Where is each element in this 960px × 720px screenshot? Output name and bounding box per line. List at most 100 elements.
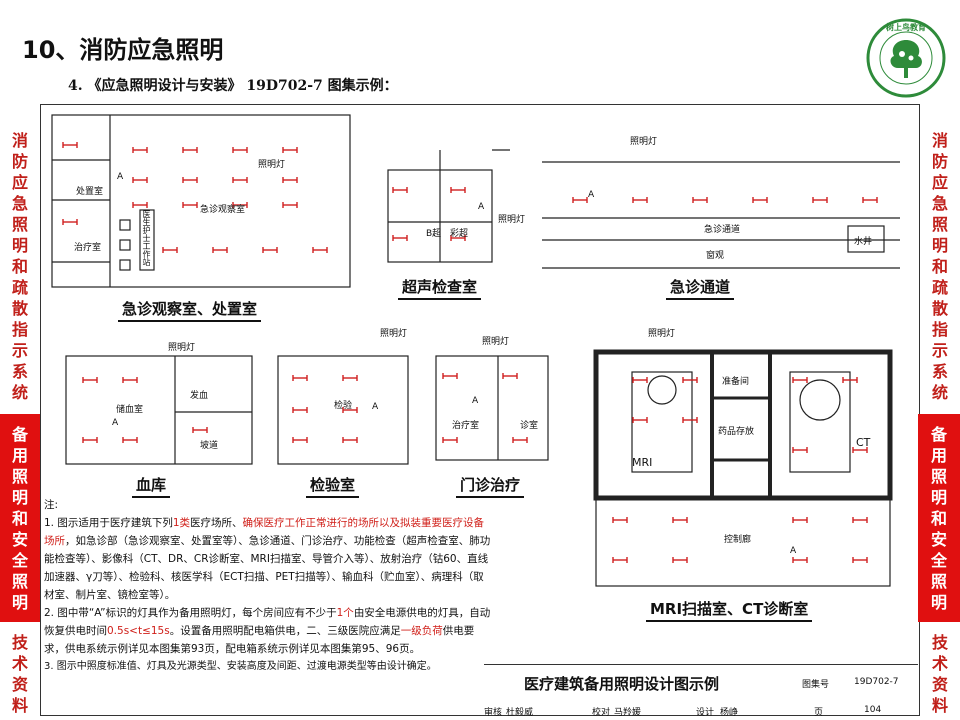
logo-text: 树上鸟教育 bbox=[886, 22, 926, 32]
tb-check-label: 校对 bbox=[592, 708, 611, 718]
sidebar-char: 照 bbox=[11, 571, 28, 591]
lab-room-label: 检验 bbox=[334, 401, 353, 411]
tb-page-no: 104 bbox=[864, 705, 882, 715]
sidebar-char: 照 bbox=[11, 466, 28, 486]
sidebar-char: 明 bbox=[11, 236, 28, 255]
note-3: 3. 图示中照度标准值、灯具及光源类型、安装高度及间距、过渡电源类型等由设计确定… bbox=[44, 661, 437, 672]
brand-logo: 树上鸟教育 bbox=[866, 18, 946, 98]
sidebar-char: 系 bbox=[11, 362, 28, 381]
us-color-label: 彩超 bbox=[450, 229, 469, 239]
tb-checker: 马羚媛 bbox=[614, 708, 642, 718]
note-text: 由安全电源供电的灯具，自动恢复供电时间 bbox=[44, 607, 491, 637]
tb-page-label: 页 bbox=[814, 708, 824, 718]
sidebar-char: 防 bbox=[931, 152, 948, 171]
obs-a-mark: A bbox=[117, 172, 124, 182]
sidebar-char: 全 bbox=[11, 550, 28, 570]
sidebar-char: 术 bbox=[11, 654, 28, 673]
sidebar-char: 资 bbox=[931, 675, 948, 694]
tb-designer: 杨峥 bbox=[720, 708, 739, 718]
sidebar-char: 照 bbox=[930, 466, 947, 486]
sidebar-char: 急 bbox=[11, 194, 28, 213]
note-text: 1. 图示适用于医疗建筑下列 bbox=[44, 517, 173, 529]
ct-room-label: CT bbox=[856, 436, 871, 449]
note-text: ，如急诊部（急诊观察室、处置室等）、急诊通道、门诊治疗、功能检查（超声检查室、肺… bbox=[44, 535, 491, 601]
blood-ramp-label: 坡道 bbox=[200, 441, 219, 451]
caption-lab: 检验室 bbox=[306, 474, 360, 498]
mri-control-label: 控制廊 bbox=[724, 535, 752, 545]
op-a-mark: A bbox=[472, 396, 479, 406]
tb-reviewer: 杜毅威 bbox=[506, 708, 534, 718]
sidebar-char: 统 bbox=[931, 383, 948, 402]
sidebar-char: 和 bbox=[11, 257, 28, 276]
caption-blood: 血库 bbox=[132, 474, 171, 498]
blood-issue-label: 发血 bbox=[190, 391, 209, 401]
us-lamp-label: 照明灯 bbox=[498, 215, 526, 225]
op-lamp-label: 照明灯 bbox=[482, 337, 510, 347]
mri-room-label: MRI bbox=[632, 456, 653, 469]
slide-title: 10、消防应急照明 bbox=[22, 36, 224, 64]
sidebar-char: 应 bbox=[931, 173, 948, 192]
note-highlight: 0.5s<t≤15s bbox=[107, 625, 170, 637]
tb-title: 医疗建筑备用照明设计图示例 bbox=[524, 675, 720, 693]
note-text: 2. 图中带“A”标识的灯具作为备用照明灯，每个房间应有不少于 bbox=[44, 607, 337, 619]
mri-drug-label: 药品存放 bbox=[718, 427, 755, 437]
mri-lamp-label: 照明灯 bbox=[648, 329, 676, 339]
sidebar-char: 和 bbox=[11, 508, 28, 528]
corr-a-mark: A bbox=[588, 190, 595, 200]
corr-lamp-label: 照明灯 bbox=[630, 137, 658, 147]
sidebar-char: 明 bbox=[11, 487, 28, 507]
left-sidebar-sec1: 消防应急照明和疏散指示系统 bbox=[0, 130, 40, 403]
sidebar-char: 系 bbox=[931, 362, 948, 381]
sidebar-char: 照 bbox=[930, 571, 947, 591]
sidebar-char: 明 bbox=[11, 592, 28, 612]
sidebar-char: 明 bbox=[930, 487, 947, 507]
sidebar-char: 全 bbox=[930, 550, 947, 570]
note-text: 供电要求，供电系统示例详见本图集第93页，配电箱系统示例详见本图集第95、96页… bbox=[44, 625, 475, 655]
sidebar-char: 用 bbox=[11, 445, 28, 465]
nurse-station-label: 医生护士工作站 bbox=[142, 210, 151, 266]
sidebar-char: 安 bbox=[930, 529, 947, 549]
right-sidebar-sec2: 备用照明和安全照明 bbox=[918, 414, 960, 622]
sidebar-char: 疏 bbox=[931, 278, 948, 297]
sidebar-char: 散 bbox=[11, 299, 28, 318]
sidebar-char: 和 bbox=[931, 257, 948, 276]
tb-atlas-label: 图集号 bbox=[802, 680, 830, 690]
us-a-mark: A bbox=[478, 202, 485, 212]
sidebar-char: 指 bbox=[11, 320, 28, 339]
caption-mri-ct: MRI扫描室、CT诊断室 bbox=[646, 598, 813, 622]
sidebar-char: 疏 bbox=[11, 278, 28, 297]
sidebar-char: 示 bbox=[11, 341, 28, 360]
sidebar-char: 统 bbox=[11, 383, 28, 402]
note-text: 。设置备用照明配电箱供电，二、三级医院应满足 bbox=[169, 625, 401, 637]
obs-room-label: 急诊观察室 bbox=[200, 205, 246, 215]
sidebar-char: 和 bbox=[930, 508, 947, 528]
sidebar-char: 防 bbox=[11, 152, 28, 171]
sidebar-char: 技 bbox=[931, 633, 948, 652]
right-sidebar-sec1: 消防应急照明和疏散指示系统 bbox=[920, 130, 960, 403]
blood-a-mark: A bbox=[112, 418, 119, 428]
lab-lamp-label: 照明灯 bbox=[380, 329, 408, 339]
treat-room-label: 处置室 bbox=[76, 187, 104, 197]
title-block: 医疗建筑备用照明设计图示例 图集号 19D702-7 审核 杜毅威 校对 马羚媛… bbox=[484, 664, 918, 718]
right-sidebar-sec3: 技术资料 bbox=[920, 632, 960, 716]
note-highlight: 1个 bbox=[336, 607, 354, 619]
obs-lamp-label: 照明灯 bbox=[258, 160, 286, 170]
note-text: 医疗场所、 bbox=[190, 517, 243, 529]
caption-emergency-obs: 急诊观察室、处置室 bbox=[118, 298, 262, 322]
sidebar-char: 指 bbox=[931, 320, 948, 339]
tb-atlas-no: 19D702-7 bbox=[854, 677, 899, 687]
note-highlight: 确保医疗工作正常进行的场所以及拟装重要医疗设备场所 bbox=[44, 517, 485, 547]
caption-ultrasound: 超声检查室 bbox=[398, 276, 482, 300]
note-1: 1. 图示适用于医疗建筑下列1类医疗场所、确保医疗工作正常进行的场所以及拟装重要… bbox=[44, 514, 494, 604]
lab-a-mark: A bbox=[372, 402, 379, 412]
left-sidebar-sec3: 技术资料 bbox=[0, 632, 40, 716]
caption-corridor: 急诊通道 bbox=[666, 276, 735, 300]
notes-title: 注: bbox=[44, 499, 59, 511]
notes-block: 注: 1. 图示适用于医疗建筑下列1类医疗场所、确保医疗工作正常进行的场所以及拟… bbox=[44, 496, 494, 676]
sidebar-char: 明 bbox=[930, 592, 947, 612]
sidebar-char: 急 bbox=[931, 194, 948, 213]
us-b-label: B超 bbox=[426, 229, 442, 239]
left-sidebar-sec2: 备用照明和安全照明 bbox=[0, 414, 40, 622]
caption-outpatient: 门诊治疗 bbox=[456, 474, 525, 498]
